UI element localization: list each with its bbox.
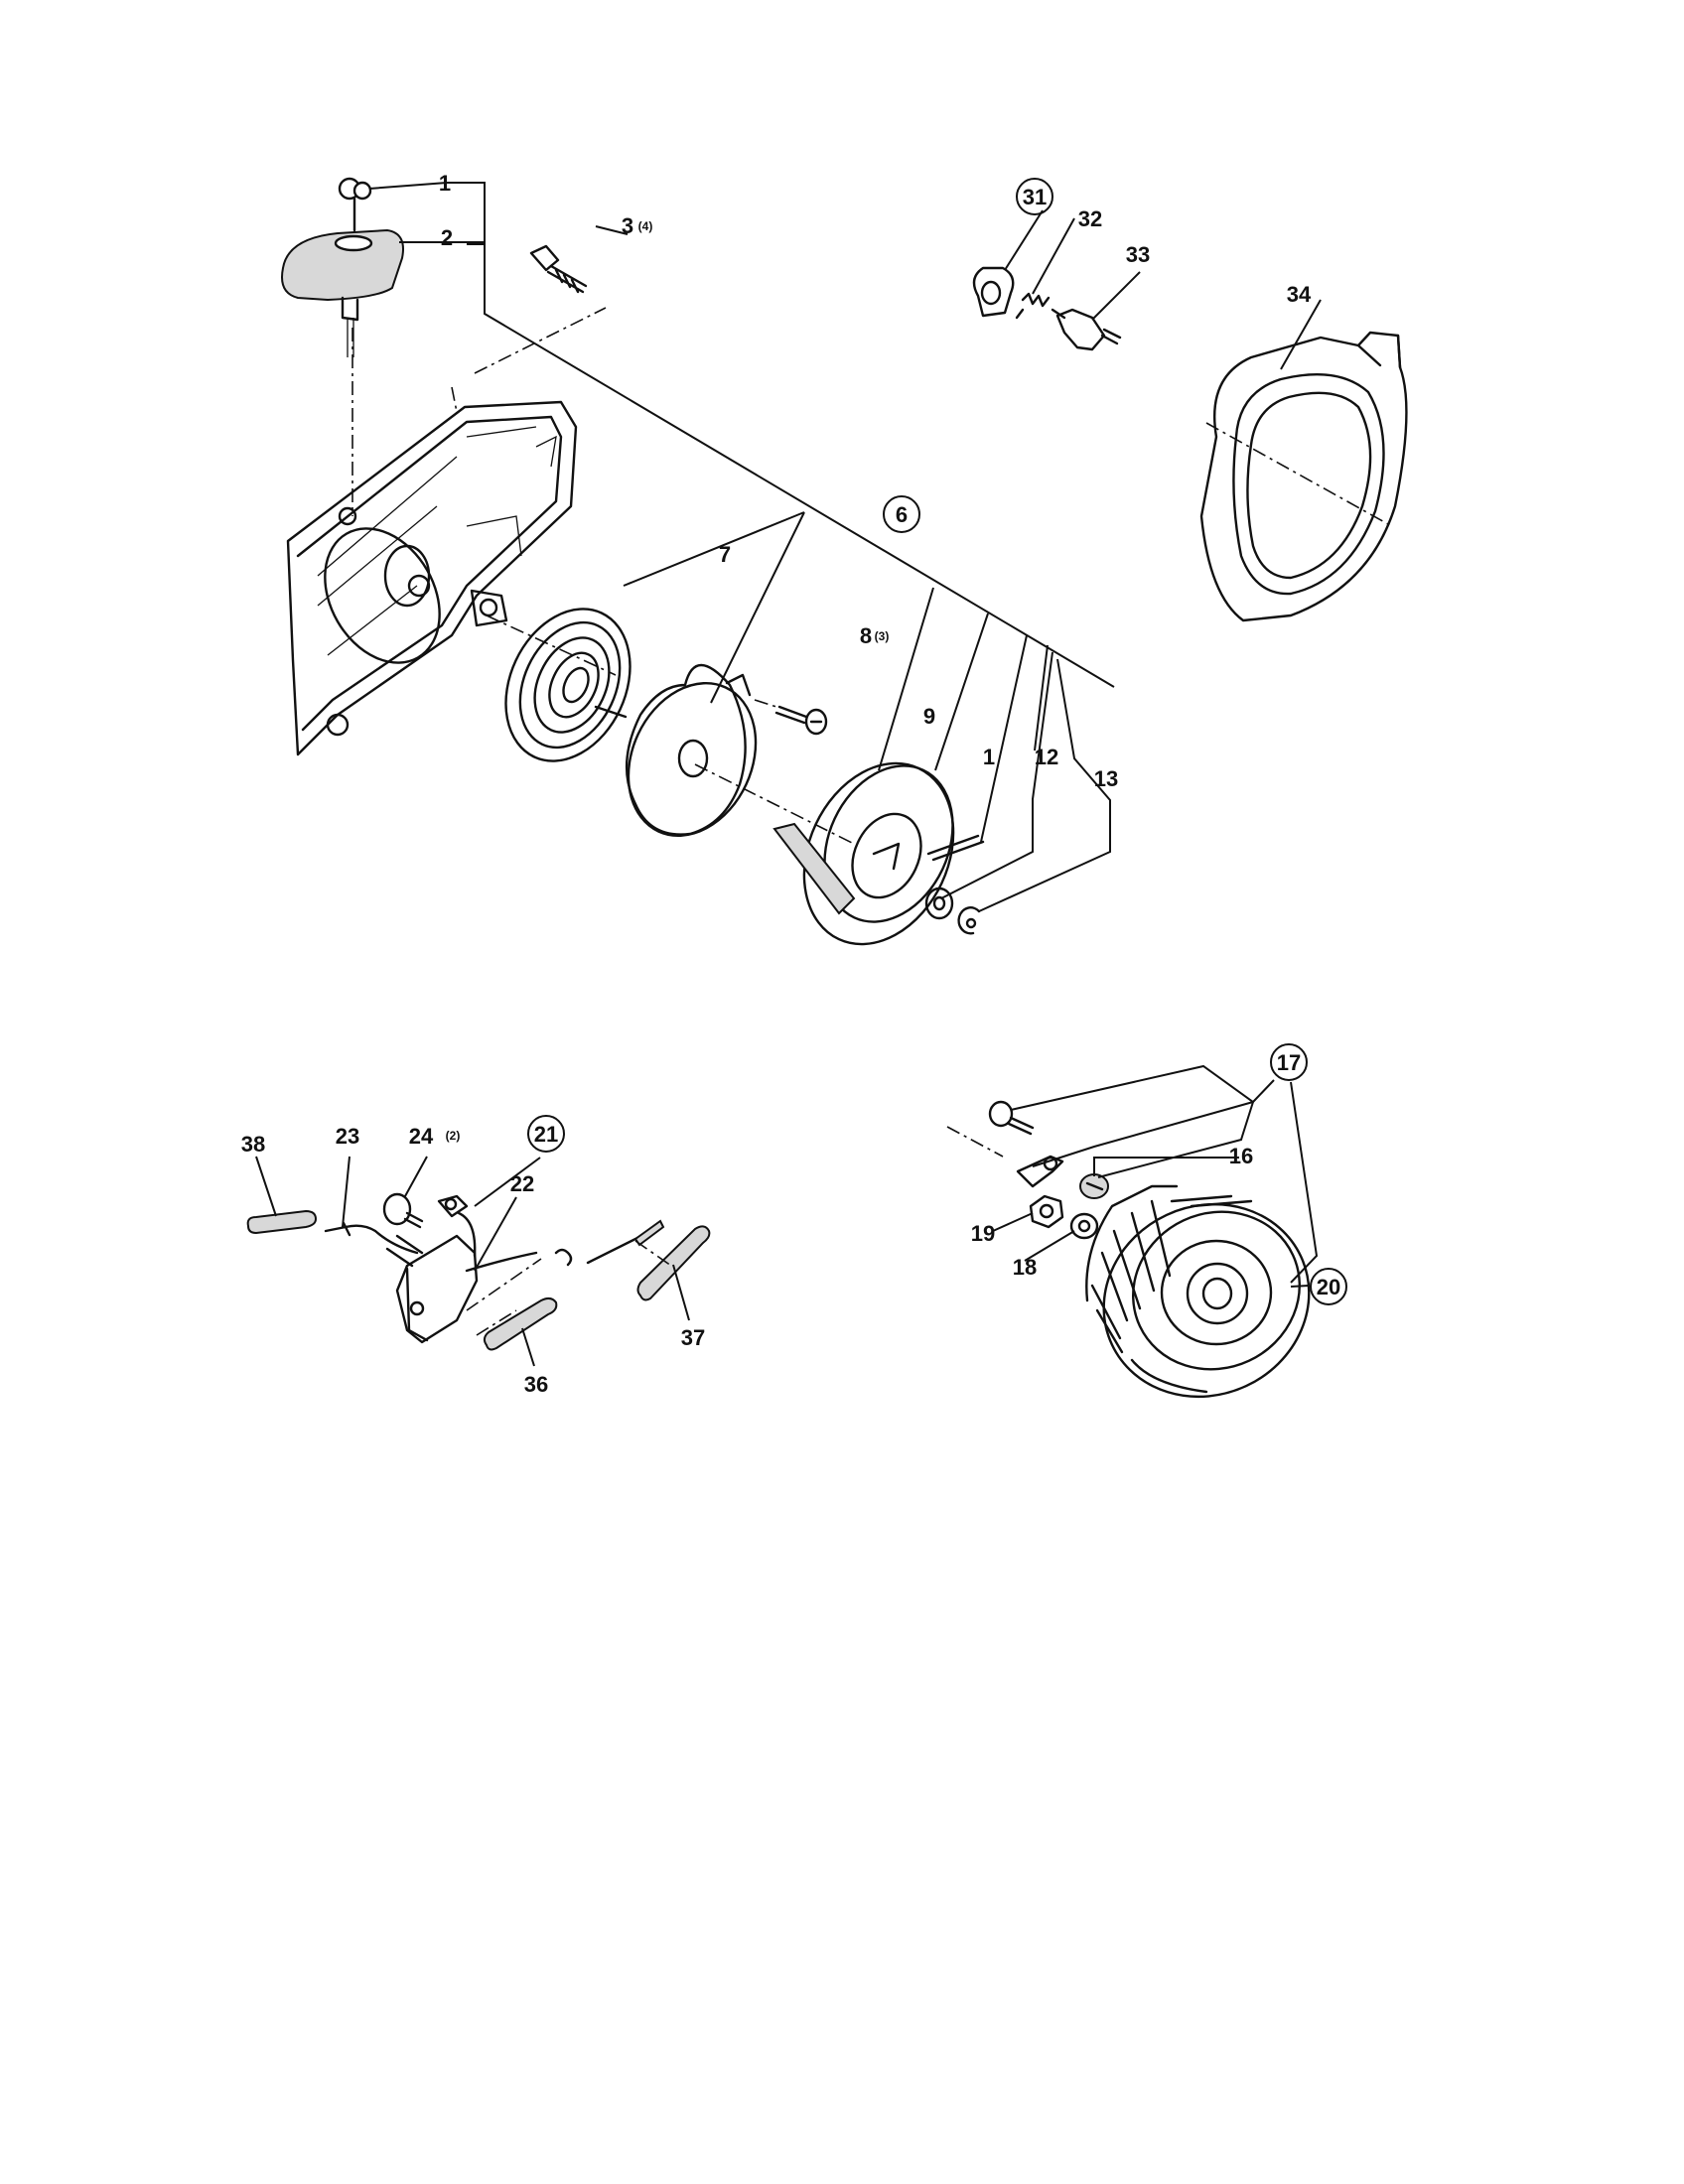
label-1a: 1 bbox=[439, 171, 451, 196]
starter-housing bbox=[286, 400, 578, 756]
spring-32 bbox=[1015, 292, 1051, 320]
nut-19 bbox=[1029, 1194, 1064, 1229]
ignition-leaders bbox=[255, 1156, 690, 1367]
pulley-9 bbox=[772, 761, 985, 946]
label-1b: 1 bbox=[983, 745, 995, 769]
bolt-3 bbox=[529, 244, 588, 294]
primer-leaders bbox=[1004, 209, 1141, 321]
screw-8 bbox=[774, 705, 828, 736]
label-17: 17 bbox=[1277, 1050, 1301, 1075]
circle-20 bbox=[1310, 1268, 1347, 1305]
label-3: 3 bbox=[622, 213, 633, 238]
label-8: 8 bbox=[860, 623, 872, 648]
label-36: 36 bbox=[524, 1372, 548, 1397]
label-12: 12 bbox=[1035, 745, 1058, 769]
sleeve-38 bbox=[246, 1209, 318, 1235]
label-31: 31 bbox=[1023, 185, 1047, 209]
circle-17 bbox=[1270, 1043, 1308, 1081]
rewind-spring bbox=[504, 608, 632, 762]
starter-centerlines bbox=[351, 307, 855, 845]
wire-23 bbox=[324, 1221, 419, 1255]
label-9: 9 bbox=[923, 704, 935, 729]
sleeve-37 bbox=[636, 1225, 711, 1301]
spring-16 bbox=[1079, 1173, 1109, 1199]
label-38: 38 bbox=[241, 1132, 265, 1157]
circle-6 bbox=[883, 495, 920, 533]
label-2: 2 bbox=[441, 225, 453, 250]
valve-33 bbox=[1051, 308, 1122, 351]
pawl-16 bbox=[1016, 1155, 1064, 1188]
flywheel-20 bbox=[1085, 1184, 1311, 1399]
label-7: 7 bbox=[719, 542, 731, 567]
ignition-module bbox=[385, 1194, 479, 1344]
label-19: 19 bbox=[971, 1221, 995, 1246]
circle-31 bbox=[1016, 178, 1053, 215]
flywheel-leaders bbox=[992, 1064, 1319, 1288]
label-6: 6 bbox=[896, 502, 908, 527]
starter-leaders bbox=[368, 182, 1115, 912]
washer-12 bbox=[924, 887, 954, 920]
starter-handle bbox=[281, 177, 404, 357]
ignition-centerlines bbox=[466, 1240, 672, 1336]
label-24-qty: (2) bbox=[446, 1129, 461, 1143]
label-21: 21 bbox=[534, 1122, 558, 1147]
label-8-qty: (3) bbox=[875, 629, 890, 643]
flywheel-centerlines bbox=[946, 1126, 1004, 1158]
wire-22 bbox=[465, 1219, 665, 1273]
label-23: 23 bbox=[336, 1124, 359, 1149]
label-32: 32 bbox=[1078, 206, 1102, 231]
label-37: 37 bbox=[681, 1325, 705, 1350]
spring-cover-plate bbox=[626, 664, 758, 838]
callout-labels: 1 2 3 (4) 6 7 8 (3) 9 1 12 13 31 32 33 3… bbox=[241, 171, 1347, 1397]
bolt-17 bbox=[988, 1100, 1035, 1136]
label-34: 34 bbox=[1287, 282, 1312, 307]
label-24: 24 bbox=[409, 1124, 434, 1149]
washer-18 bbox=[1069, 1212, 1099, 1240]
label-33: 33 bbox=[1126, 242, 1150, 267]
shroud-34 bbox=[1199, 299, 1408, 622]
label-3-qty: (4) bbox=[638, 219, 653, 233]
primer-elbow-31 bbox=[972, 266, 1015, 318]
circle-21 bbox=[527, 1115, 565, 1153]
label-16: 16 bbox=[1229, 1144, 1253, 1168]
label-20: 20 bbox=[1317, 1275, 1340, 1299]
label-13: 13 bbox=[1094, 766, 1118, 791]
clip-13 bbox=[957, 906, 981, 935]
label-22: 22 bbox=[510, 1171, 534, 1196]
sleeve-36 bbox=[483, 1297, 558, 1351]
label-18: 18 bbox=[1013, 1255, 1037, 1280]
screw-24 bbox=[382, 1192, 424, 1229]
